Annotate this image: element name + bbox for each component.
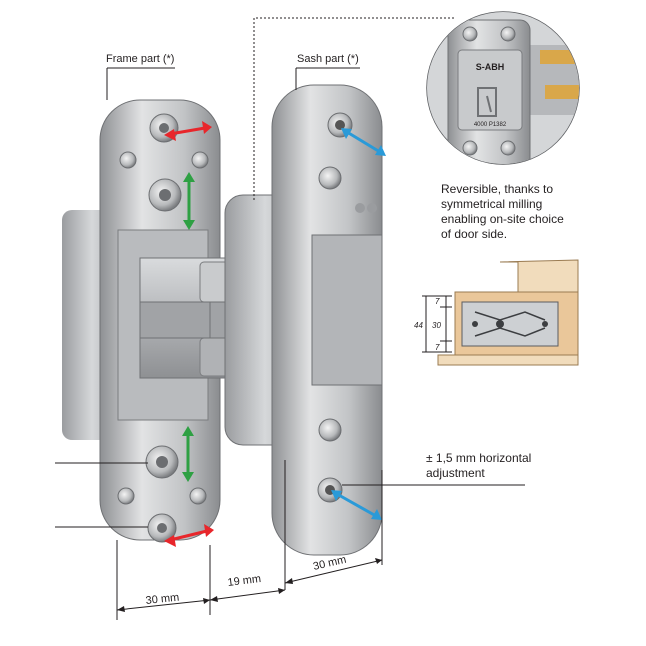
sash-pocket (311, 234, 383, 386)
dim-sash-label: 30 mm (312, 554, 347, 573)
reversible-line-4: of door side. (441, 227, 508, 241)
horizontal-line-1: ± 1,5 mm horizontal (426, 451, 532, 465)
horizontal-line-2: adjustment (426, 466, 485, 480)
frame-part-label: Frame part (*) (106, 53, 174, 65)
dim-frame-label: 30 mm (145, 592, 180, 607)
inset-brand-text: S-ABH (476, 62, 505, 72)
inset-code-text: 4000 P1382 (474, 122, 507, 128)
section-dim-7-top: 7 (435, 297, 440, 306)
detail-inset: S-ABH 4000 P1382 (426, 11, 580, 165)
leader-lines (55, 17, 525, 620)
reversible-line-1: Reversible, thanks to (441, 182, 554, 196)
section-dim-44: 44 (414, 321, 423, 330)
green-vertical-arrow (183, 172, 195, 230)
cross-section: 7 30 7 44 (414, 259, 579, 366)
horizontal-adjustment-note: ± 1,5 mm horizontal adjustment (426, 451, 531, 481)
blue-diagonal-arrow (341, 128, 386, 156)
reversible-line-2: symmetrical milling (441, 197, 543, 211)
dimension-arrowheads (117, 558, 382, 612)
green-vertical-arrow-lower (182, 426, 194, 482)
blue-diagonal-arrow-lower (331, 490, 382, 520)
reversible-note: Reversible, thanks to symmetrical millin… (441, 182, 564, 242)
section-dim-30: 30 (432, 321, 441, 330)
dim-gap-label: 19 mm (227, 573, 262, 589)
sash-part (224, 84, 383, 556)
red-horizontal-arrow-lower (164, 524, 214, 547)
section-dim-7-bottom: 7 (435, 343, 440, 352)
reversible-line-3: enabling on-site choice (441, 212, 564, 226)
sash-part-label: Sash part (*) (297, 53, 359, 65)
red-horizontal-arrow (164, 121, 212, 141)
